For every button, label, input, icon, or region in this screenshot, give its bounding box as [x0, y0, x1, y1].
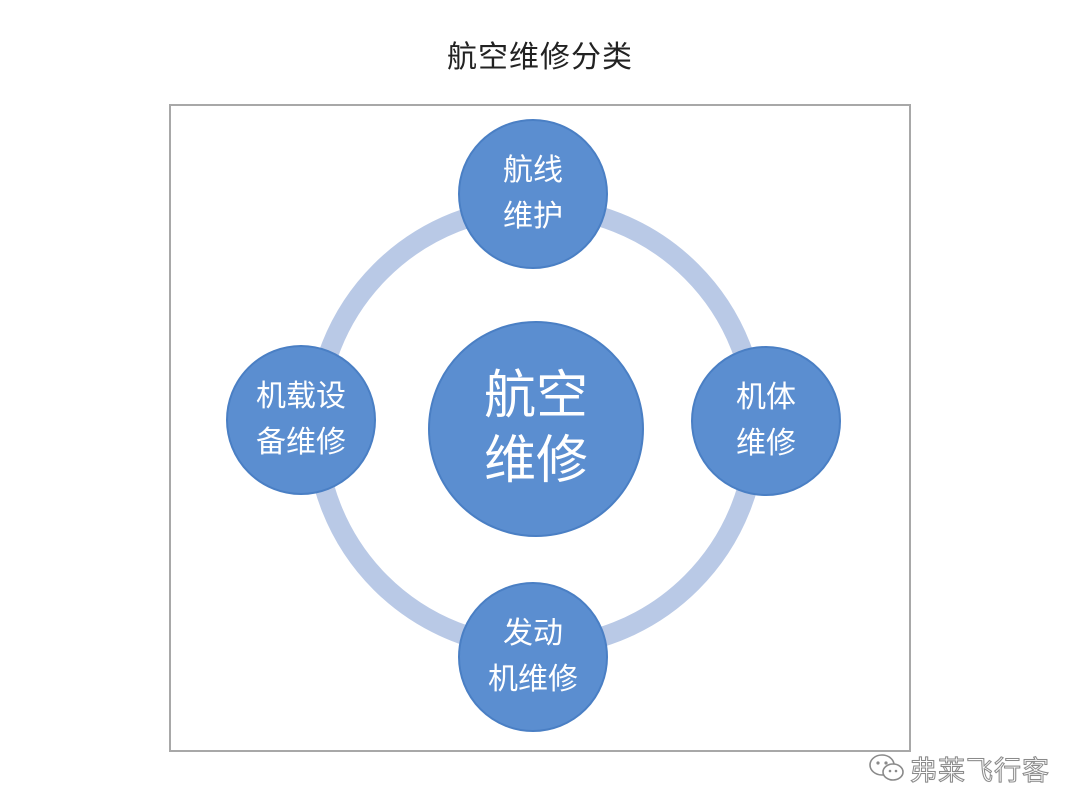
node-engine-maintenance-line1: 发动 [503, 615, 563, 651]
center-node: 航空 维修 [428, 321, 644, 537]
node-airframe-maintenance-line2: 维修 [736, 426, 796, 461]
node-line-maintenance: 航线 维护 [458, 119, 608, 269]
node-avionics-maintenance-line2: 备维修 [256, 425, 346, 460]
watermark: 弗莱飞行客 [868, 748, 1068, 788]
node-airframe-maintenance: 机体 维修 [691, 346, 841, 496]
node-engine-maintenance: 发动 机维修 [458, 582, 608, 732]
node-avionics-maintenance: 机载设 备维修 [226, 345, 376, 495]
center-node-line2: 维修 [483, 431, 588, 491]
node-avionics-maintenance-line1: 机载设 [256, 378, 346, 414]
node-line-maintenance-line1: 航线 [503, 152, 563, 188]
node-line-maintenance-line2: 维护 [503, 199, 563, 234]
wechat-icon [869, 754, 904, 781]
diagram-title: 航空维修分类 [447, 40, 633, 75]
center-node-line1: 航空 [483, 366, 588, 426]
watermark-text: 弗莱飞行客 [910, 755, 1050, 787]
node-engine-maintenance-line2: 机维修 [488, 662, 578, 697]
node-airframe-maintenance-line1: 机体 [736, 379, 796, 415]
